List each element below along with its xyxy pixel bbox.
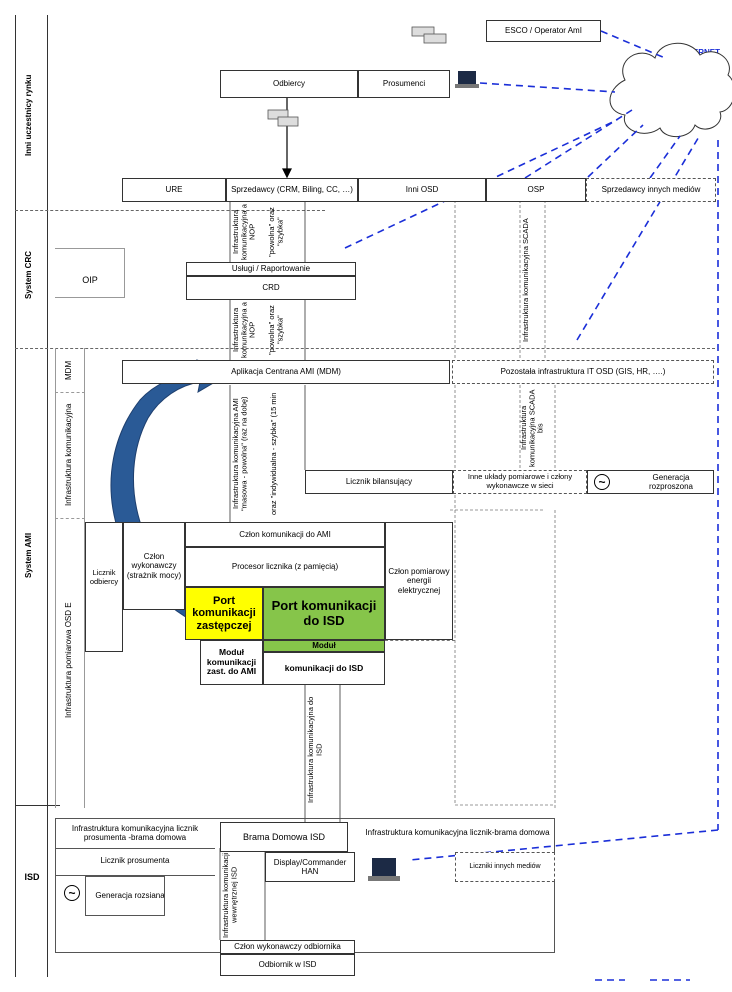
tilde-glyph: ~ [598, 475, 606, 489]
generator-icon-isd: ~ [64, 885, 80, 901]
oip-box [55, 248, 125, 298]
sprzedawcy-box: Sprzedawcy (CRM, Biling, CC, …) [226, 178, 358, 202]
licznik-bil-box: Licznik bilansujący [305, 470, 453, 494]
sprzedawcy-innych-box: Sprzedawcy innych mediów [586, 178, 716, 202]
solid-channels [219, 200, 341, 940]
divider-crc [15, 348, 715, 349]
generacja-roz-label: Generacja rozproszona [648, 472, 694, 491]
tilde-glyph-isd: ~ [68, 886, 76, 900]
port-isd-box: Port komunikacji do ISD [263, 587, 385, 640]
brama-box: Brama Domowa ISD [220, 822, 348, 852]
vtext-scada-bis: Infrastruktura komunikacyjna SCADA bis [519, 389, 545, 467]
modul-zast-box: Moduł komunikacji zast. do AMI [200, 640, 263, 685]
generator-icon: ~ [594, 474, 610, 490]
ure-box: URE [122, 178, 226, 202]
divider-inni [15, 210, 325, 211]
odbiorcy-box: Odbiercy [220, 70, 358, 98]
server-icon-top [411, 26, 447, 44]
czlon-odb-box: Człon wykonawczy odbiornika [220, 940, 355, 954]
vtext-isd-wew: Infrastruktura komunikacji wewnętrznej I… [221, 852, 239, 938]
mdm-divider [55, 392, 85, 393]
isd-divider-left2 [55, 875, 215, 876]
port-zast-box: Port komunikacji zastępczej [185, 587, 263, 640]
esco-box: ESCO / Operator AmI [486, 20, 601, 42]
generacja-roz-box: Generacja rozproszona [587, 470, 714, 494]
vtext-powolna1: "powolna" oraz "szybka" [267, 207, 285, 257]
display-box: Display/Commander HAN [265, 852, 355, 882]
osp-box: OSP [486, 178, 586, 202]
odbiornik-box: Odbiornik w ISD [220, 954, 355, 976]
pozostala-box: Pozostała infrastruktura IT OSD (GIS, HR… [452, 360, 714, 384]
sub-col-lines [55, 348, 85, 808]
aplikacja-box: Aplikacja Centrana AMI (MDM) [122, 360, 450, 384]
generacja-rozs-box: Generacja rozsiana [95, 891, 165, 901]
crd-box: CRD [186, 276, 356, 300]
link-odbiorcy-sprzedawcy [282, 86, 292, 179]
vtext-ami-masowa: Infrastruktura komunikacyjna AMI "masowa… [231, 396, 249, 512]
internet-label: INTERNET [680, 48, 720, 57]
vtext-oraz-ind: oraz "indywidualna - szybka" (15 min [269, 392, 278, 516]
procesor-box: Procesor licznika (z pamięcią) [185, 547, 385, 587]
cloud-icon [609, 42, 732, 138]
modul-isd-box: komunikacji do ISD [263, 652, 385, 685]
laptop-icon [455, 71, 479, 88]
czlon-wyk-box: Człon wykonawczy (strażnik mocy) [123, 522, 185, 610]
licznik-pros-box: Licznik prosumenta [100, 856, 170, 866]
server-icon-mid [267, 109, 299, 127]
uslugi-box: Usługi / Raportowanie [186, 262, 356, 276]
divider-ami [15, 805, 60, 806]
vtext-isd-kom: Infrastruktura komunikacyjna do ISD [306, 696, 324, 804]
vtext-scada1: Infrastruktura komunikacyjna SCADA [521, 218, 530, 342]
vtext-nop2: Infrastruktura komunikacyjna a NOP [231, 302, 257, 358]
meter-dashed-extension [385, 640, 455, 641]
czlon-pom-box: Człon pomiarowy energii elektrycznej [385, 522, 453, 640]
czlon-kom-box: Człon komunikacji do AMI [185, 522, 385, 547]
infra-lic-brama-box: Infrastruktura komunikacyjna licznik-bra… [365, 828, 550, 838]
infra-lic-pros-box: Infrastruktura komunikacyjna licznik pro… [71, 823, 199, 842]
inne-uklady-box: Inne układy pomiarowe i człony wykonawcz… [453, 470, 587, 494]
inni-osd-box: Inni OSD [358, 178, 486, 202]
oip-label: OIP [82, 275, 98, 285]
isd-divider-left [55, 848, 215, 849]
vtext-nop1: Infrastruktura komunikacyjna a NOP [231, 204, 257, 260]
laptop-icon-isd [368, 858, 400, 881]
dashed-channels [450, 200, 556, 810]
modul-label-box: Moduł [263, 640, 385, 652]
vtext-powolna2: "powolna" oraz "szybka" [267, 305, 285, 355]
left-column [15, 15, 48, 977]
licznik-odb-box: Licznik odbiercy [85, 522, 123, 652]
liczniki-innych-box: Liczniki innych mediów [455, 852, 555, 882]
infra-divider [55, 518, 85, 519]
outer-frame [15, 15, 727, 977]
section-isd-label: ISD [24, 872, 40, 882]
isd-col-left [85, 876, 165, 916]
prosumenci-box: Prosumenci [358, 70, 450, 98]
